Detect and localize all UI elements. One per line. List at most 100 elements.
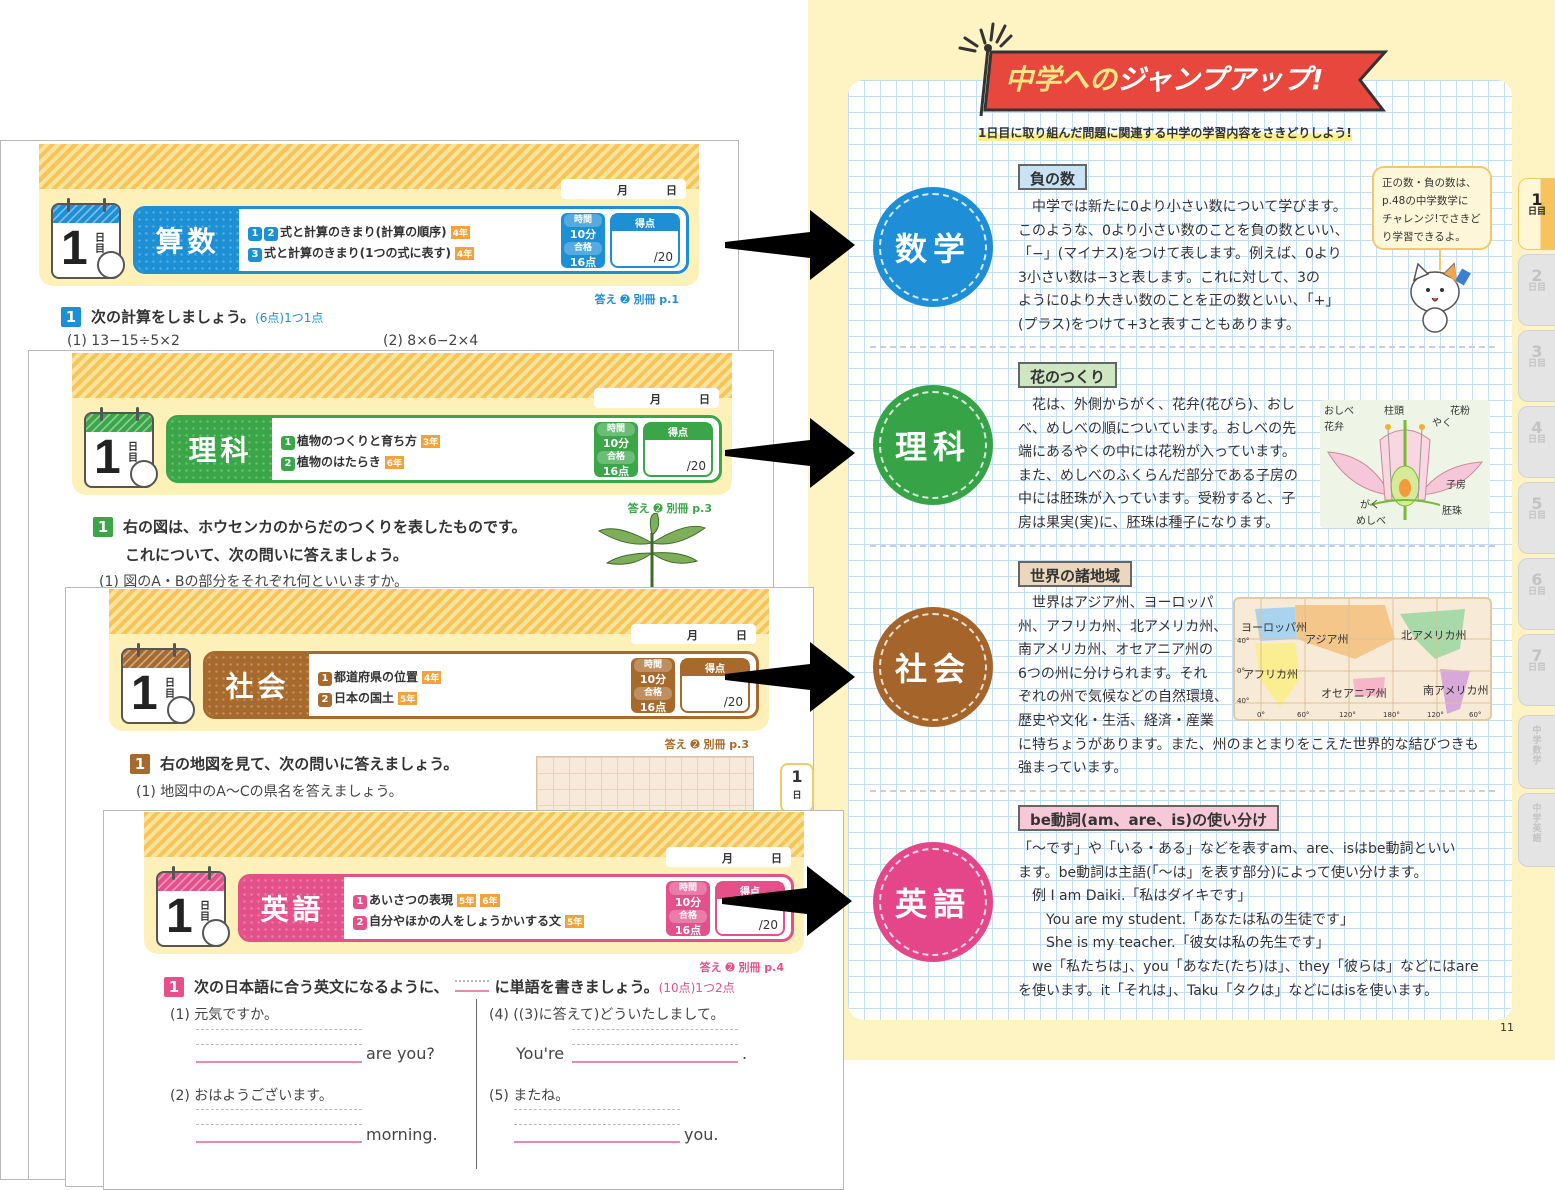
science-text: 花は、外側からがく、花弁(花びら)、おしべ、めしべの順についています。おしべの先… [1018,394,1298,536]
item-5-suffix: you. [684,1125,719,1144]
text-line: 州、アフリカ州、北アメリカ州、 [1018,618,1228,635]
speech-bubble: 正の数・負の数は、p.48の中学数学にチャレンジ!でさきどり学習できるよ。 [1372,166,1492,250]
problem-1: (1) 地図中のA〜Cの県名を答えましょう。 [136,784,403,800]
clock-icon [202,919,230,947]
text-line: また、めしべのふくらんだ部分である子房の [1018,467,1298,484]
day-label: 日 [699,393,710,406]
text-line: we「私たちは」、you「あなた(たち)は」、they「彼らは」などにはare [1018,958,1479,975]
question-text-2: これについて、次の問いに答えましょう。 [125,546,408,564]
problem-2: (2) 8×6−2×4 [383,333,479,349]
item-1-prompt: (1) 元気ですか。 [170,1007,279,1023]
question-text: 右の地図を見て、次の問いに答えましょう。 [160,755,459,773]
day-label: 日 [736,629,747,642]
question-text: 次の日本語に合う英文になるように、 [194,978,449,996]
topic-text: 都道府県の位置 [334,670,419,684]
time-label: 時間 [669,882,707,895]
calendar-ring [136,407,139,421]
month-label: 月 [617,184,628,197]
clock-icon [167,696,195,724]
map-label-africa: アフリカ州 [1243,668,1298,681]
item-1-suffix: are you? [366,1044,435,1063]
tab-number: 4 [1531,418,1543,437]
label-stamen: おしべ [1324,406,1354,417]
tab-number: 2 [1531,266,1543,285]
item-5-prompt: (5) またね。 [489,1088,570,1104]
item-1-answer-input[interactable] [196,1045,362,1063]
question-points: (10点)1つ2点 [658,981,735,995]
text-line: 歴史や文化・生活、経済・産業 [1018,712,1214,729]
text-line: 3小さい数は−3と表します。これに対して、3の [1018,269,1320,286]
score-label: 得点 [645,424,711,440]
item-2-answer-input[interactable] [196,1125,362,1143]
item-5-answer-input[interactable] [514,1125,680,1143]
grade-badge: 4年 [454,247,475,260]
answer-line-sample [454,980,489,992]
map-tick: 0° [1257,711,1265,719]
time-value: 10分 [639,673,667,686]
score-label: 得点 [682,660,748,676]
section-heading-flower-structure: 花のつくり [1018,362,1118,388]
time-label: 時間 [564,214,602,227]
day-suffix: 日目 [95,233,105,255]
score-box: 得点/20 [610,213,680,268]
map-tick: 120° [1427,711,1444,719]
tab-label: 中学数学 [1532,726,1542,766]
subtitle: 1日目に取り組んだ問題に関連する中学の学習内容をさきどりしよう! [978,124,1352,141]
topic-number-badge: 1 [318,672,332,686]
question-number: 1 [130,754,150,774]
text-line: り学習できるよ。 [1382,231,1466,243]
grade-badge: 5年 [565,915,585,928]
question-text-2: に単語を書きましょう。 [494,978,659,996]
subject-circle-social: 社会 [873,607,993,727]
question-number: 1 [164,977,184,997]
month-label: 月 [687,629,698,642]
map-label-europe: ヨーロッパ州 [1241,621,1307,634]
text-line: 中学では新たに0より小さい数について学びます。 [1018,199,1347,215]
writing-guide [196,1029,362,1045]
item-4-suffix: . [742,1044,748,1063]
answer-reference: 答え ➋ 別冊 p.4 [699,961,784,974]
writing-guide [514,1109,680,1125]
arrow-right-icon [722,866,852,936]
grade-badge: 4年 [450,226,470,239]
cat-mascot-icon [1410,250,1471,333]
date-box: 月日 [666,847,791,867]
section-heading-world-regions: 世界の諸地域 [1018,561,1133,587]
text-line: 世界はアジア州、ヨーロッパ [1018,595,1214,611]
title-part-2: ジャンプアップ! [1117,63,1324,96]
grade-badge: 5年 [457,894,477,907]
day-number: 1 [94,431,121,484]
grade-badge: 6年 [384,456,405,469]
day-suffix: 日目 [200,901,210,923]
day-tab[interactable]: 中学数学 [1518,715,1555,789]
item-4-answer-input[interactable] [572,1045,738,1063]
pass-value: 16点 [569,256,597,269]
title-ribbon [958,22,1389,117]
pass-label: 合格 [597,451,635,464]
column-divider [476,999,477,1169]
topic-number-badge: 2 [264,227,278,241]
text-line: ように0より大きい数のことを正の数といい、「+」 [1018,293,1340,310]
text-line: ます。be動詞は主語(「〜は」を表す部分)によって使い分けます。 [1018,864,1428,881]
score-max: /20 [653,250,673,264]
subject-circle-english: 英語 [873,842,993,962]
subject-name: 算数 [136,209,239,271]
day-tab[interactable]: 中学英語 [1518,793,1555,867]
date-box: 月日 [561,179,686,199]
grade-badge: 6年 [480,894,500,907]
section-heading-be-verbs: be動詞(am、are、is)の使い分け [1018,805,1280,831]
score-box: 得点/20 [643,422,713,477]
